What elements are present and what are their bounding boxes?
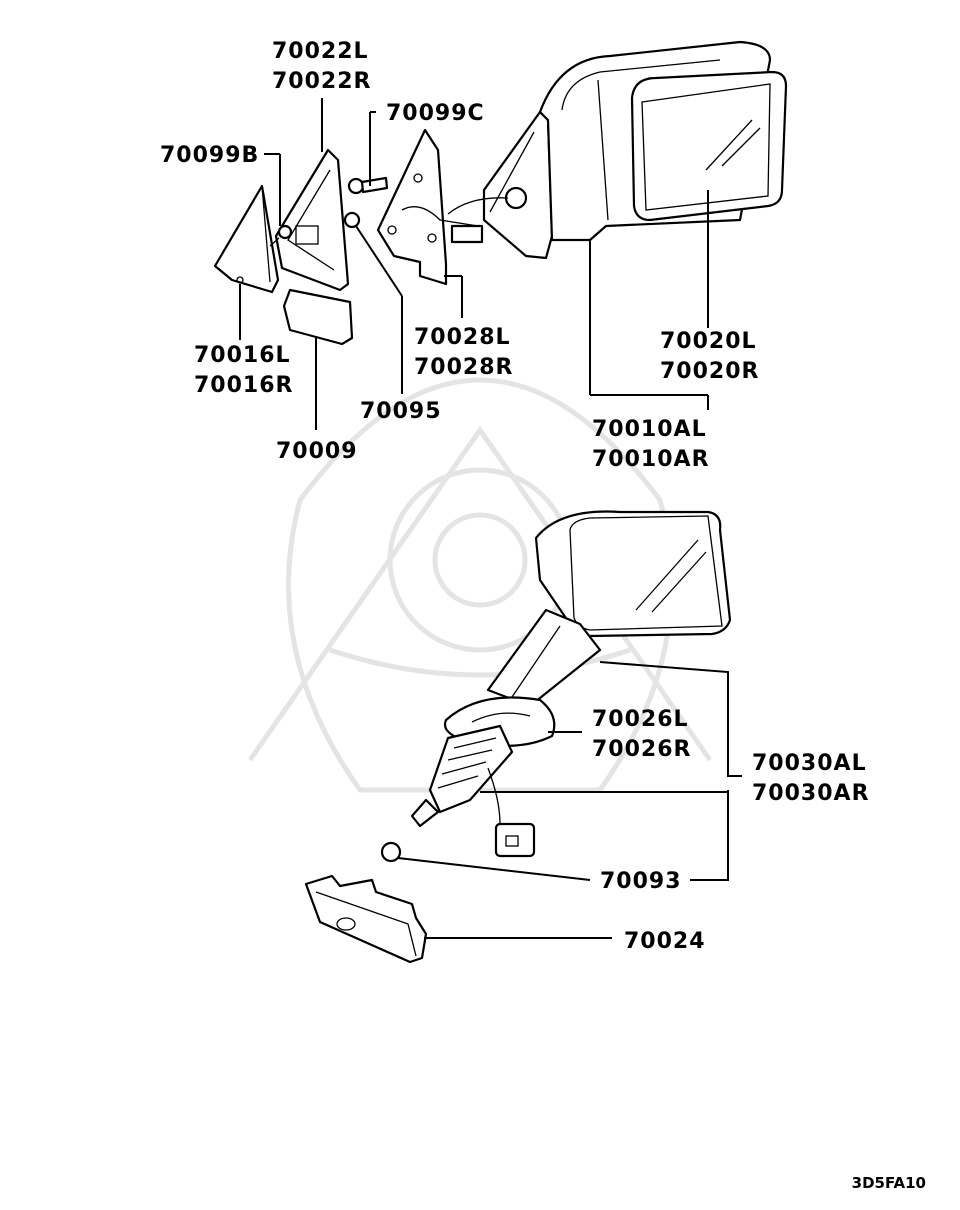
leader-lines [239, 98, 742, 939]
plate-70028 [376, 128, 484, 286]
mirror-assembly-70030A [486, 510, 732, 708]
boot-70030A [410, 724, 536, 858]
screw-70099B [269, 224, 293, 247]
callout-70093: 70093 [600, 869, 682, 894]
bracket-70022 [274, 148, 350, 292]
diagram-code: 3D5FA10 [852, 1174, 926, 1192]
nut-70093 [380, 841, 402, 863]
bolt-70099C [347, 176, 389, 195]
callout-70024: 70024 [624, 929, 706, 954]
callout-70095: 70095 [360, 399, 442, 424]
callout-70099C: 70099C [386, 101, 485, 126]
triangle-cover-70016 [213, 184, 280, 294]
callout-70009: 70009 [276, 439, 358, 464]
mirror-glass-70020 [630, 70, 788, 222]
nut-70095 [343, 211, 361, 229]
callout-70099B: 70099B [160, 143, 259, 168]
pad-70009 [282, 288, 354, 346]
cover-70024 [304, 874, 428, 964]
